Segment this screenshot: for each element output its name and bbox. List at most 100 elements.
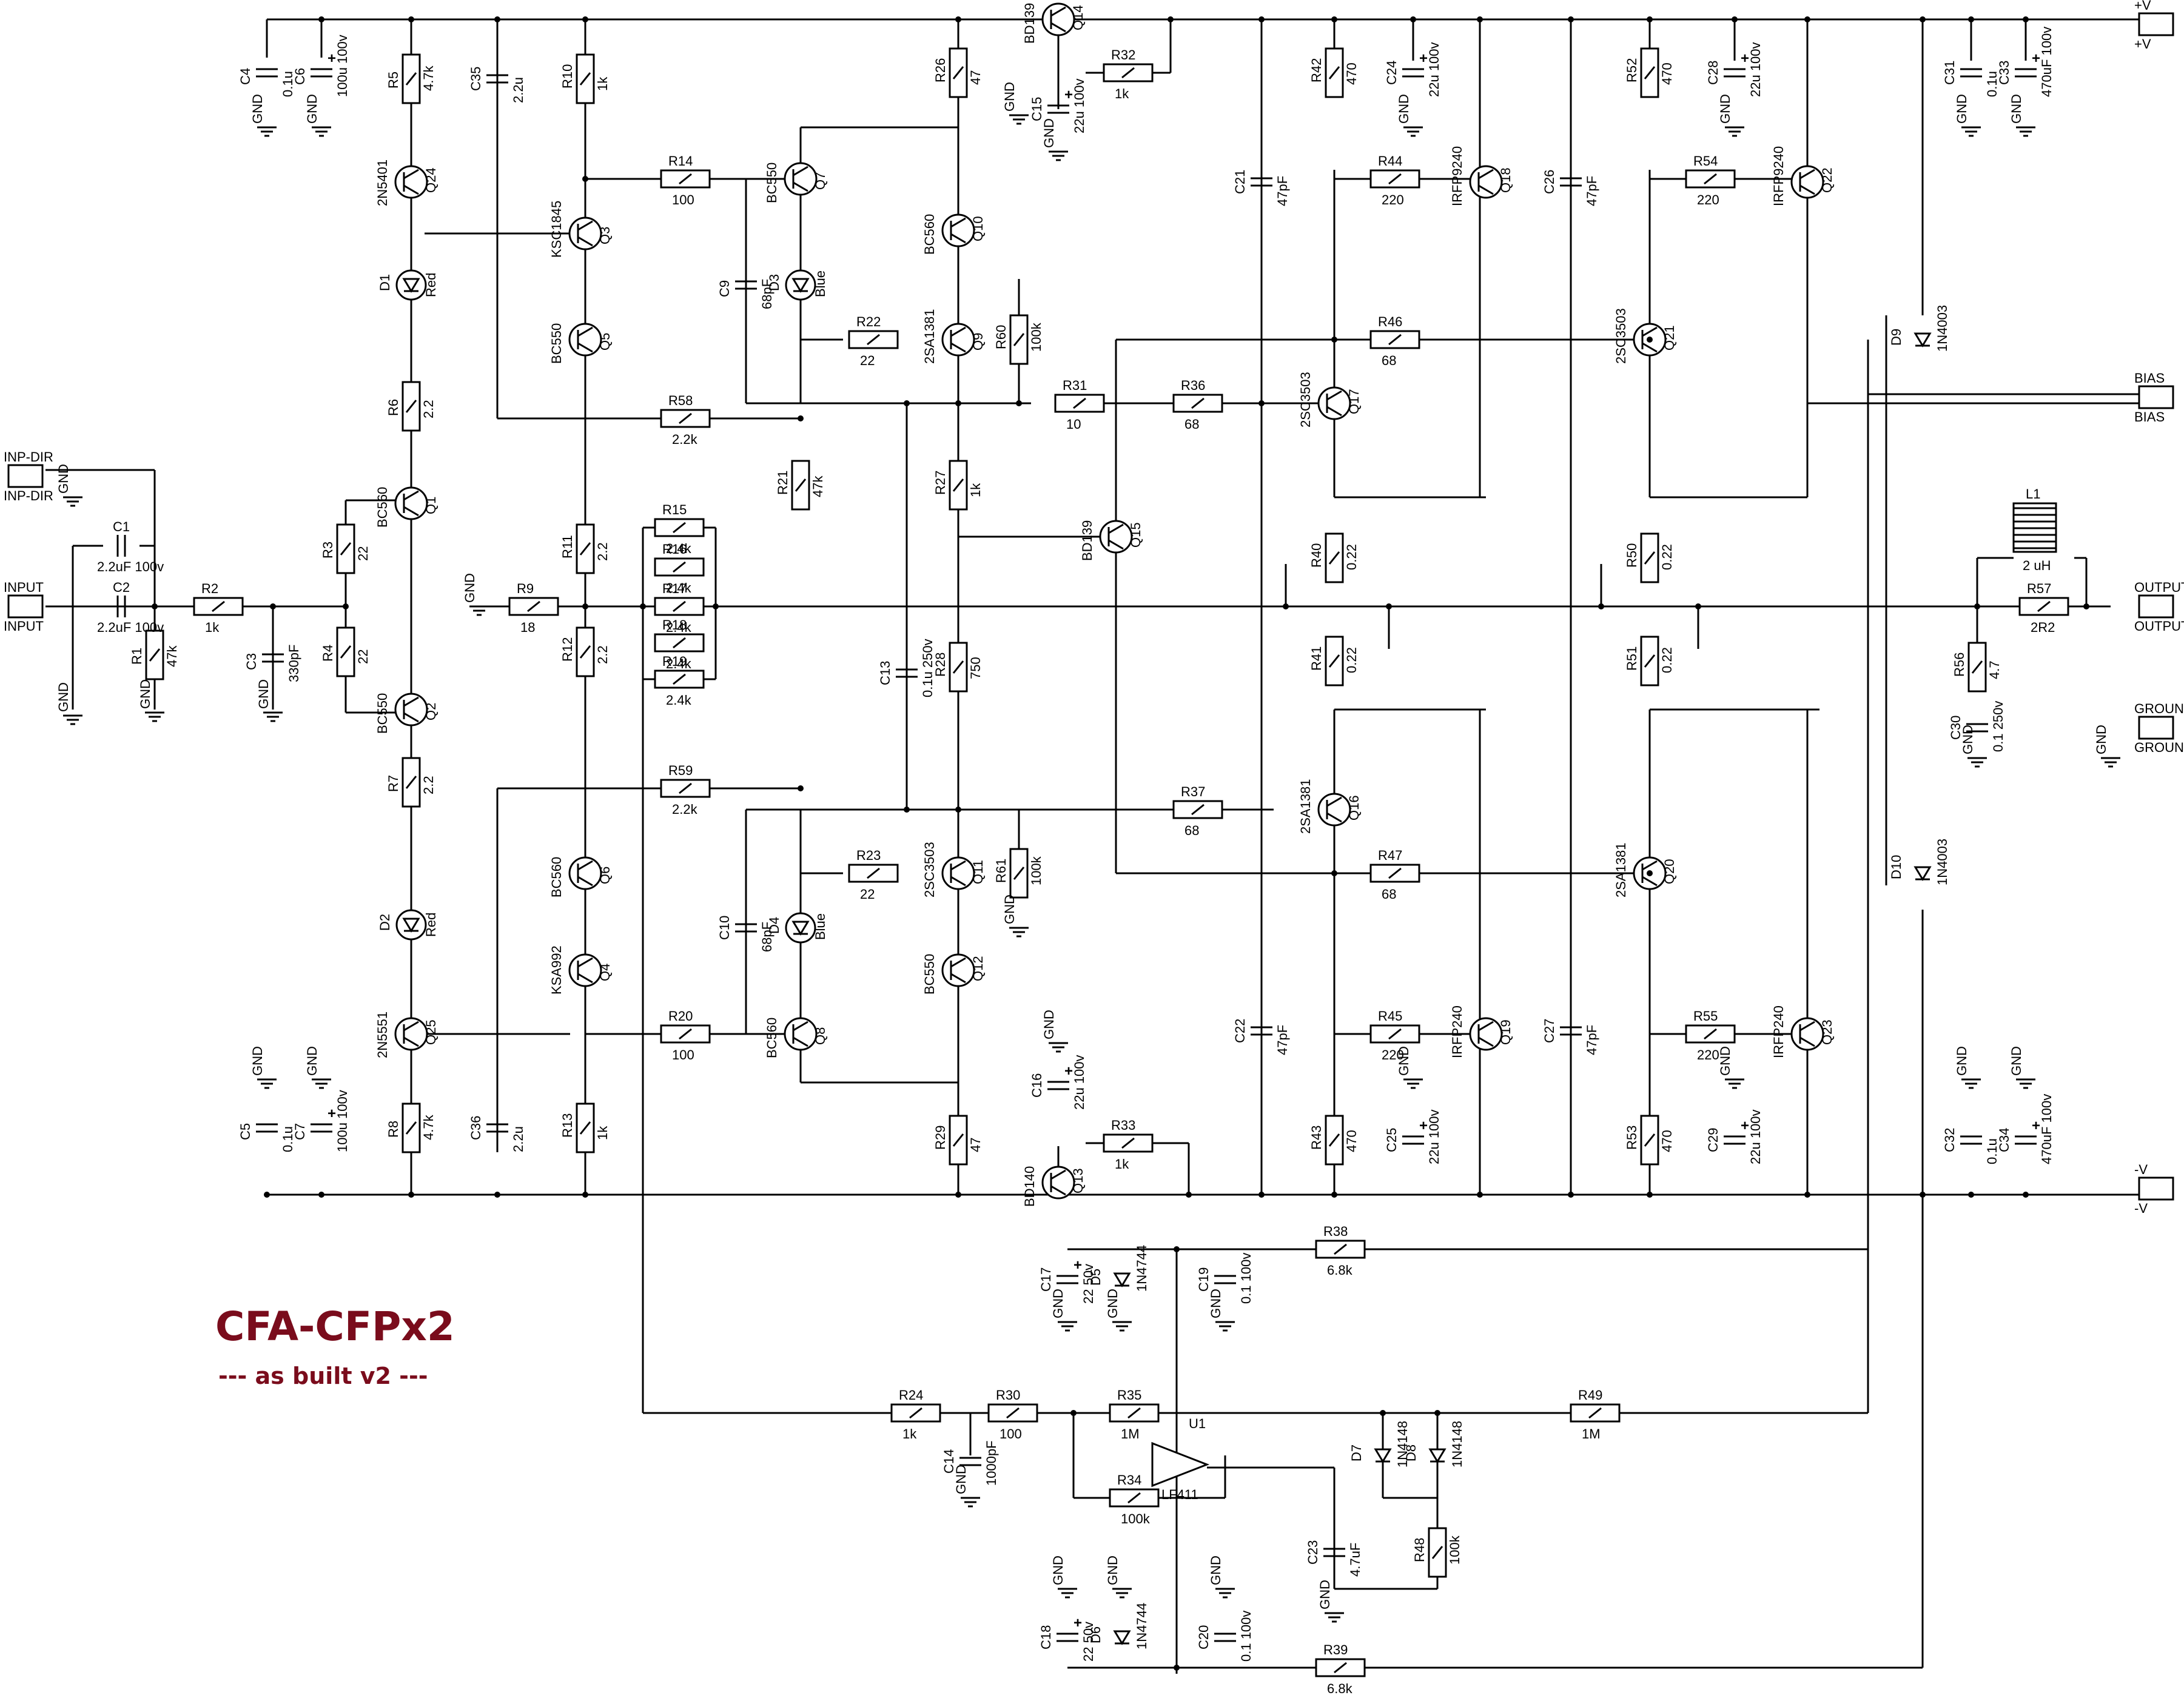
- transistor-part: BC560: [549, 857, 564, 898]
- resistor-name: R49: [1578, 1388, 1602, 1403]
- transistor-part: BC560: [764, 1018, 779, 1058]
- transistor-name: Q16: [1346, 795, 1362, 820]
- resistor-value: 100: [672, 1047, 694, 1062]
- capacitor-c2: C22.2uF 100v: [97, 580, 164, 635]
- resistor-value: 1k: [902, 1426, 917, 1441]
- junction-dot: [1283, 603, 1289, 609]
- capacitor-name: C22: [1232, 1019, 1248, 1043]
- resistor-value: 0.22: [1659, 544, 1675, 570]
- capacitor-name: C21: [1232, 170, 1248, 194]
- junction-dot: [494, 1192, 500, 1198]
- ground-icon: GND: [1041, 118, 1068, 161]
- ground-label: GND: [56, 682, 71, 712]
- diode-part: 1N4744: [1134, 1603, 1149, 1649]
- polarity-mark: +: [1741, 50, 1749, 67]
- junction-dot: [1174, 1665, 1180, 1671]
- resistor-value: 2.4k: [666, 620, 692, 635]
- capacitor-value: 1000pF: [984, 1440, 999, 1486]
- capacitor-name: C16: [1029, 1073, 1044, 1098]
- resistor-value: 1k: [595, 1126, 610, 1140]
- resistor-name: R3: [320, 542, 335, 559]
- transistor-part: BC560: [375, 487, 390, 528]
- transistor-name: Q4: [597, 964, 613, 981]
- capacitor-name: C2: [113, 580, 130, 595]
- junction-dot: [1331, 870, 1337, 876]
- transistor-name: Q9: [970, 333, 986, 351]
- junction-dot: [1258, 16, 1265, 22]
- resistor-name: R53: [1624, 1126, 1639, 1150]
- resistor-value: 470: [1344, 62, 1359, 85]
- transistor-name: Q25: [423, 1019, 438, 1045]
- resistor-name: R47: [1378, 848, 1402, 863]
- resistor-name: R29: [933, 1126, 948, 1150]
- junction-dot: [1168, 16, 1174, 22]
- transistor-name: Q15: [1128, 522, 1143, 548]
- junction-dot: [1386, 603, 1392, 609]
- junction-dot: [1647, 16, 1653, 22]
- capacitor-value: 100u 100v: [335, 1090, 350, 1152]
- resistor-name: R27: [933, 471, 948, 495]
- diode-name: D9: [1889, 329, 1904, 346]
- diode-part: Red: [423, 273, 438, 297]
- ground-label: GND: [250, 1046, 265, 1076]
- transistor-name: Q8: [813, 1027, 828, 1045]
- transistor-part: BC550: [375, 693, 390, 734]
- capacitor-name: C13: [878, 661, 893, 685]
- junction-dot: [1968, 16, 1974, 22]
- resistor-value: 470: [1344, 1130, 1359, 1152]
- resistor-value: 0.22: [1659, 647, 1675, 673]
- junction-dot: [904, 400, 910, 406]
- inductor-value: 2 uH: [2023, 558, 2051, 573]
- resistor-value: 2R2: [2031, 620, 2055, 635]
- port-label-2: BIAS: [2134, 409, 2165, 424]
- transistor-part: 2SC3503: [922, 842, 937, 898]
- transistor-name: Q22: [1819, 167, 1835, 193]
- resistor-name: R21: [775, 471, 790, 495]
- capacitor-value: 2.2u: [511, 77, 526, 103]
- junction-dot: [1920, 1192, 1926, 1198]
- junction-dot: [1695, 603, 1701, 609]
- resistor-value: 47: [968, 70, 983, 85]
- ground-label: GND: [1105, 1555, 1120, 1585]
- ground-label: GND: [1396, 94, 1411, 124]
- diode-name: D8: [1403, 1445, 1419, 1461]
- schematic-title: CFA-CFPx2: [215, 1303, 455, 1350]
- capacitor-name: C26: [1542, 170, 1557, 194]
- junction-dot: [152, 603, 158, 609]
- capacitor-name: C27: [1542, 1019, 1557, 1043]
- transistor-name: Q23: [1819, 1019, 1835, 1045]
- transistor-part: BC550: [549, 323, 564, 364]
- transistor-name: Q7: [813, 172, 828, 190]
- opamp-name: U1: [1189, 1416, 1206, 1431]
- ground-label: GND: [2009, 1046, 2024, 1076]
- diode-name: D2: [377, 914, 392, 931]
- junction-dot: [1647, 337, 1653, 343]
- resistor-value: 0.22: [1344, 647, 1359, 673]
- resistor-value: 2.2: [421, 400, 436, 418]
- transistor-part: 2SC3503: [1613, 308, 1628, 364]
- transistor-part: BC560: [922, 214, 937, 255]
- polarity-mark: +: [328, 1106, 336, 1122]
- junction-dot: [1380, 1410, 1386, 1416]
- capacitor-value: 470uF 100v: [2039, 1094, 2054, 1164]
- junction-dot: [955, 1192, 961, 1198]
